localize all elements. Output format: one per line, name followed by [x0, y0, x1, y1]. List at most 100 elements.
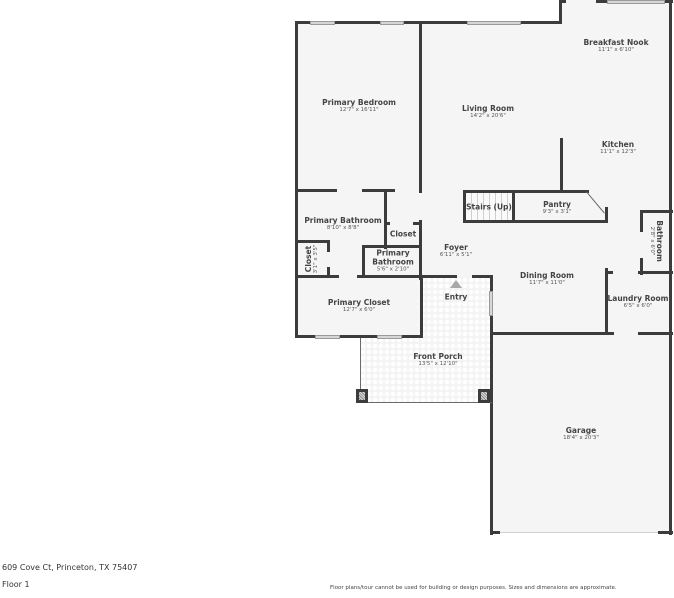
window — [467, 21, 521, 25]
floor-area-east — [560, 1, 672, 335]
property-address: 609 Cove Ct, Princeton, TX 75407 — [2, 563, 138, 572]
room-living-room: Living Room 14'2" x 20'6" — [462, 104, 514, 120]
room-garage: Garage 18'4" x 20'3" — [563, 426, 599, 442]
room-dims: 2'8" x 6'0" — [649, 226, 655, 256]
window — [607, 0, 665, 4]
room-name: Garage — [565, 426, 597, 435]
room-name: Closet — [389, 229, 417, 239]
room-name: Living Room — [461, 104, 515, 113]
front-porch-floor — [360, 277, 492, 403]
room-name: Stairs (Up) — [466, 202, 512, 212]
window — [380, 21, 404, 25]
wall-pantry-bottom — [513, 220, 608, 223]
room-name: Kitchen — [601, 140, 635, 149]
wall-bath-left-b — [640, 258, 643, 275]
room-laundry-room: Laundry Room 6'5" x 6'0" — [608, 294, 669, 310]
porch-edge-left — [360, 338, 361, 400]
room-closet: Closet — [390, 230, 416, 239]
wall-closet-bottom — [295, 335, 423, 338]
stairs-graphic — [463, 190, 515, 223]
room-name: Breakfast Nook — [583, 38, 649, 47]
wall-right-lower — [669, 210, 672, 535]
wall-pantry-right — [605, 207, 608, 223]
room-name: Dining Room — [520, 271, 574, 280]
wall-garage-bottom-right — [658, 531, 673, 534]
entry-arrow-icon — [450, 280, 462, 288]
room-pantry: Pantry 9'3" x 3'1" — [543, 200, 572, 216]
wall-closet1-top — [384, 222, 390, 225]
room-dims: 12'7" x 6'0" — [342, 307, 376, 313]
room-dims: 11'1" x 12'3" — [600, 149, 636, 155]
room-name: Primary Closet — [327, 298, 391, 307]
primary-closet-floor — [297, 277, 423, 337]
wall-right — [669, 0, 672, 212]
wall-entry-right — [472, 275, 493, 278]
room-name: Bathroom — [655, 220, 664, 262]
wall-bath-left-a — [640, 210, 643, 232]
wall-bedroom-bottom-b — [362, 189, 395, 192]
wall-bath-bottom-a — [297, 275, 339, 278]
wall-kitchen-island — [560, 138, 563, 193]
porch-column — [478, 389, 490, 403]
floor-area-garage — [490, 334, 672, 533]
room-name: Laundry Room — [607, 294, 669, 303]
room-stairs: Stairs (Up) — [466, 203, 512, 212]
window — [377, 335, 402, 339]
wall-pb2-left — [362, 245, 365, 277]
room-kitchen: Kitchen 11'1" x 12'3" — [600, 140, 636, 156]
room-dims: 9'3" x 3'1" — [542, 209, 572, 215]
room-name: Pantry — [543, 200, 571, 209]
disclaimer: Floor plans/tour cannot be used for buil… — [330, 585, 617, 591]
garage-door — [500, 532, 658, 533]
wall-pantry-top — [513, 190, 589, 193]
room-dims: 8'10" x 8'8" — [326, 225, 360, 231]
wall-closet2-right — [327, 240, 330, 252]
room-dims: 18'4" x 20'3" — [563, 435, 599, 441]
room-breakfast-nook: Breakfast Nook 11'1" x 6'10" — [583, 38, 648, 54]
wall-top-left — [295, 21, 562, 24]
room-name: Primary Bathroom — [304, 216, 382, 225]
wall-garage-bottom-left — [490, 531, 500, 534]
room-dims: 12'7" x 16'11" — [339, 107, 379, 113]
room-name: Front Porch — [413, 352, 463, 361]
door-opening — [566, 0, 596, 3]
wall-garage-top-a — [490, 332, 614, 335]
room-primary-bedroom: Primary Bedroom 12'7" x 16'11" — [322, 98, 396, 114]
room-foyer: Foyer 6'11" x 5'1" — [440, 243, 472, 259]
wall-closet-right — [420, 277, 423, 338]
window — [315, 335, 340, 339]
room-dims: 3'1" x 3'5" — [313, 244, 319, 274]
room-dims: 11'7" x 11'0" — [529, 280, 565, 286]
wall-bath-top — [640, 210, 673, 213]
porch-column — [356, 389, 368, 403]
room-dims: 6'11" x 5'1" — [439, 252, 473, 258]
wall-closet2-right-b — [327, 267, 330, 278]
wall-left — [295, 21, 298, 338]
wall-laundry-top-a — [605, 271, 613, 274]
wall-bath-bottom-b — [357, 275, 457, 278]
wall-pb2-top — [364, 245, 422, 248]
wall-closet1-right — [419, 220, 422, 280]
window — [489, 291, 493, 316]
room-primary-closet: Primary Closet 12'7" x 6'0" — [328, 298, 390, 314]
floor-label: Floor 1 — [2, 580, 30, 589]
room-name: Entry — [444, 292, 468, 302]
wall-garage-top-b — [638, 332, 673, 335]
room-primary-bathroom-small: Primary Bathroom 5'6" x 2'10" — [366, 249, 420, 274]
room-entry: Entry — [445, 293, 468, 302]
window — [310, 21, 335, 25]
room-dims: 13'5" x 12'10" — [418, 361, 458, 367]
wall-pb-right — [384, 189, 387, 249]
room-name: Primary Bedroom — [322, 98, 396, 107]
wall-laundry-left — [605, 268, 608, 335]
wall-bedroom-living — [419, 23, 422, 193]
room-front-porch: Front Porch 13'5" x 12'10" — [413, 352, 462, 368]
room-dims: 5'6" x 2'10" — [376, 266, 410, 273]
room-dining-room: Dining Room 11'7" x 11'0" — [520, 271, 574, 287]
room-dims: 11'1" x 6'10" — [598, 47, 634, 53]
wall-bedroom-bottom-a — [297, 189, 337, 192]
room-dims: 14'2" x 20'6" — [470, 113, 506, 119]
wall-nook-step — [559, 0, 562, 24]
room-name: Foyer — [444, 243, 468, 252]
room-name: Primary Bathroom — [372, 248, 414, 267]
